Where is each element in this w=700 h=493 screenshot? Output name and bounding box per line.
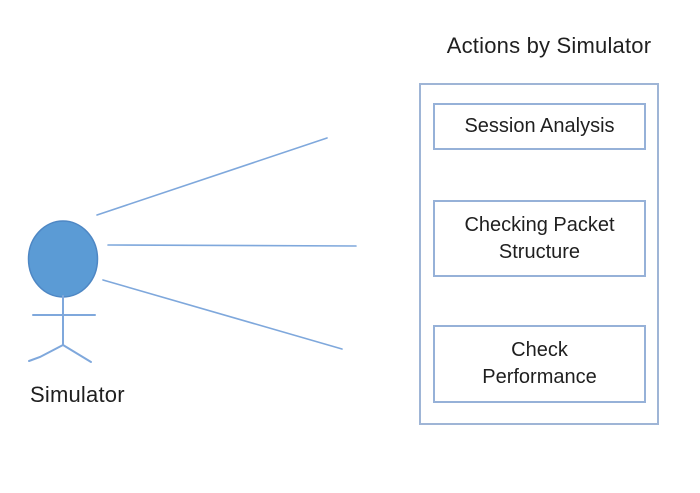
actor-figure (27, 220, 99, 363)
actor-label: Simulator (30, 382, 125, 407)
association-line-session-analysis (96, 137, 328, 216)
association-line-checking-packet-structure (107, 244, 357, 247)
system-boundary: Session Analysis Checking Packet Structu… (419, 83, 659, 425)
use-case-checking-packet-structure: Checking Packet Structure (433, 200, 646, 277)
actor-right-leg (62, 344, 92, 363)
system-title: Actions by Simulator (446, 33, 652, 58)
association-line-check-performance (102, 279, 343, 350)
actor-head (27, 220, 99, 298)
actor-left-leg (28, 344, 64, 362)
use-case-session-analysis: Session Analysis (433, 103, 646, 150)
use-case-check-performance: Check Performance (433, 325, 646, 403)
